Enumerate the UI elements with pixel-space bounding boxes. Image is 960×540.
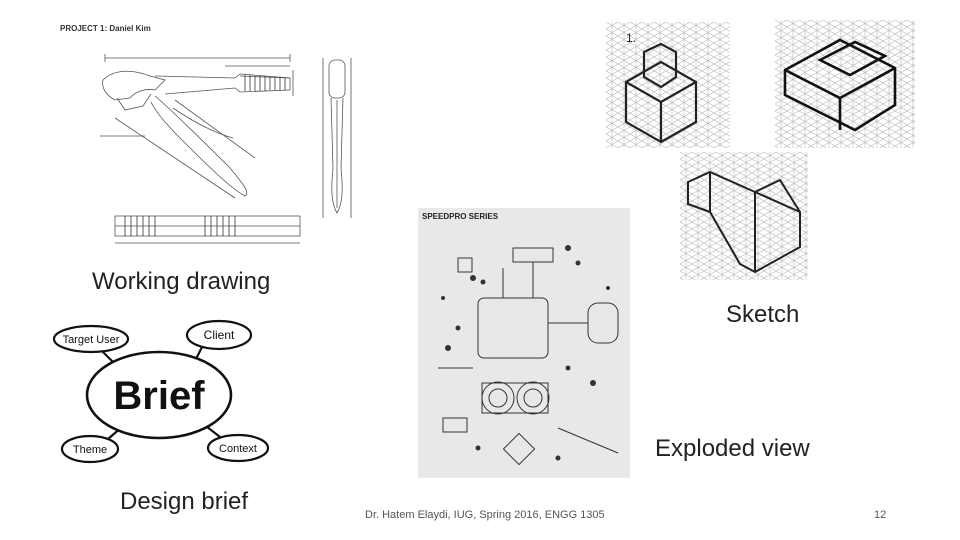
sketch-image-2 <box>775 20 915 148</box>
sketch-image-3 <box>680 152 808 280</box>
brief-theme: Theme <box>73 444 107 456</box>
isometric-sketch-1: 1. <box>606 22 730 148</box>
pliers-drawing <box>100 54 352 244</box>
caption-design-brief: Design brief <box>120 488 249 515</box>
exploded-title: SPEEDPRO SERIES <box>422 212 499 221</box>
brief-client: Client <box>204 328 235 342</box>
isometric-sketch-2 <box>775 20 915 148</box>
brief-target-user: Target User <box>63 334 120 346</box>
brief-bubbles: Target User Client Theme Context Brief <box>52 319 270 464</box>
footer-credit: Dr. Hatem Elaydi, IUG, Spring 2016, ENGG… <box>365 509 605 521</box>
page-number: 12 <box>874 509 887 521</box>
exploded-view-image: SPEEDPRO SERIES <box>418 208 630 478</box>
sketch-image-1: 1. <box>606 22 730 148</box>
brief-context: Context <box>219 443 257 455</box>
caption-working-drawing: Working drawing <box>92 268 271 295</box>
caption-exploded-view: Exploded view <box>655 435 810 462</box>
brief-center: Brief <box>113 374 205 418</box>
working-drawing-image: PROJECT 1: Daniel Kim <box>55 18 375 250</box>
isometric-sketch-3 <box>680 152 808 280</box>
design-brief-diagram: Target User Client Theme Context Brief <box>52 315 277 470</box>
sketch-number: 1. <box>626 31 636 45</box>
caption-sketch: Sketch <box>726 301 800 328</box>
project-label: PROJECT 1: Daniel Kim <box>60 24 151 33</box>
carburetor-drawing <box>438 245 619 466</box>
